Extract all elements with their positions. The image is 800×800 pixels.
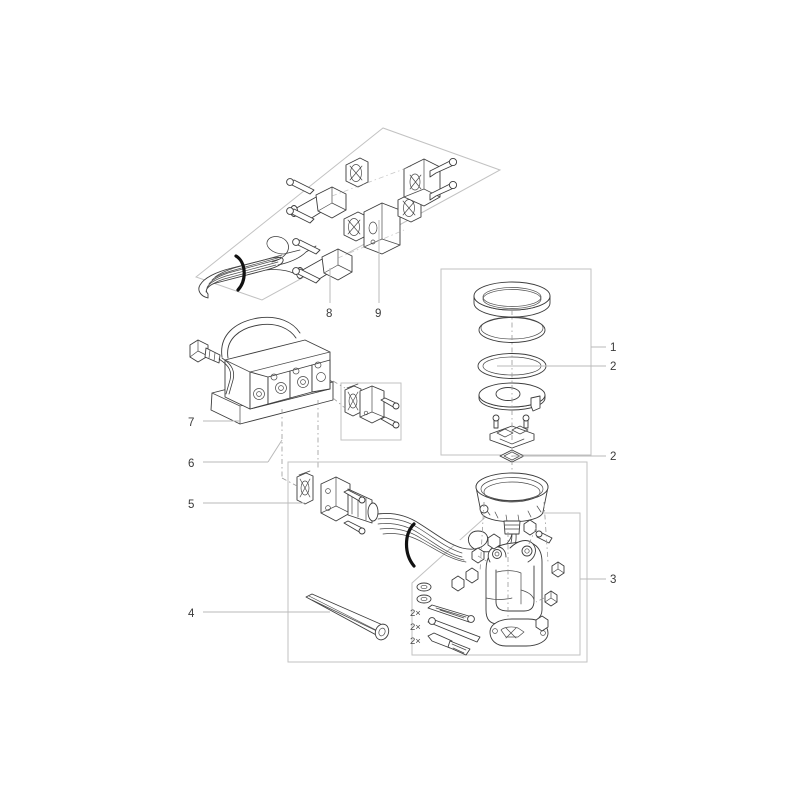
callout-3: 3 [610, 574, 616, 586]
reflector-cup [478, 382, 546, 412]
screw-right-pair [429, 157, 458, 201]
holder-screw-left [492, 414, 500, 429]
connector-block-6 [359, 385, 385, 424]
connector-clip-5 [296, 470, 314, 505]
mounting-bracket-kit [416, 519, 565, 656]
callout-leader-lines [203, 220, 606, 613]
screw-upper-pair [286, 178, 315, 224]
quantity-labels: 2× 2× 2× [410, 608, 421, 647]
qty-label-2: 2× [410, 622, 421, 633]
lens-disc [478, 316, 546, 343]
fastener-row-2 [427, 617, 481, 643]
bracket-fasteners [451, 519, 565, 632]
callout-4: 4 [188, 608, 195, 620]
mounting-bracket [485, 540, 543, 625]
lower-assembly-box [287, 461, 588, 663]
coiled-cable [198, 254, 284, 299]
qty-label-3: 2× [410, 636, 421, 647]
cable-tie-band [234, 254, 246, 292]
lamp-holder [489, 414, 535, 449]
screws-5 [343, 489, 366, 535]
callout-8: 8 [326, 308, 332, 320]
lamp-head-assembly [473, 281, 551, 566]
connector-flange-5 [320, 476, 351, 522]
top-connector-set-parallelogram [194, 127, 502, 301]
gasket-plate-b [403, 158, 441, 207]
callout-labels: 1 2 2 3 4 5 6 7 8 9 [188, 308, 616, 620]
callout-9: 9 [375, 308, 381, 320]
callout-2a: 2 [610, 361, 616, 373]
transformer-unit [189, 316, 334, 425]
fastener-row-3 [427, 632, 471, 656]
washer-set [416, 582, 432, 604]
qty-label-1: 2× [410, 608, 421, 619]
transformer-connector-detail [332, 380, 400, 429]
lamp-housing [475, 472, 549, 566]
callout-7: 7 [188, 417, 194, 429]
lower-cable-tie-band [404, 522, 416, 568]
callout-1: 1 [610, 342, 616, 354]
callout-2b: 2 [610, 451, 616, 463]
connector-clip-6 [344, 383, 362, 417]
leader-6-bend [267, 439, 283, 463]
callout-6: 6 [188, 458, 194, 470]
mains-plug [189, 339, 235, 395]
screw-lower-pair [292, 238, 321, 284]
seal-clip-upper [345, 157, 369, 188]
connector-body-block [363, 202, 401, 255]
holder-screw-right [522, 414, 530, 429]
cable-connector-set-assembly [198, 157, 458, 299]
bracket-kit-box [411, 512, 581, 656]
bracket-base-plate [489, 618, 549, 647]
screws-6 [380, 397, 400, 429]
ground-spike [305, 593, 390, 641]
callout-5: 5 [188, 499, 194, 511]
transformer-connector-detail-box [340, 382, 402, 441]
fastener-row-1 [427, 604, 475, 623]
bezel-ring [473, 281, 551, 318]
